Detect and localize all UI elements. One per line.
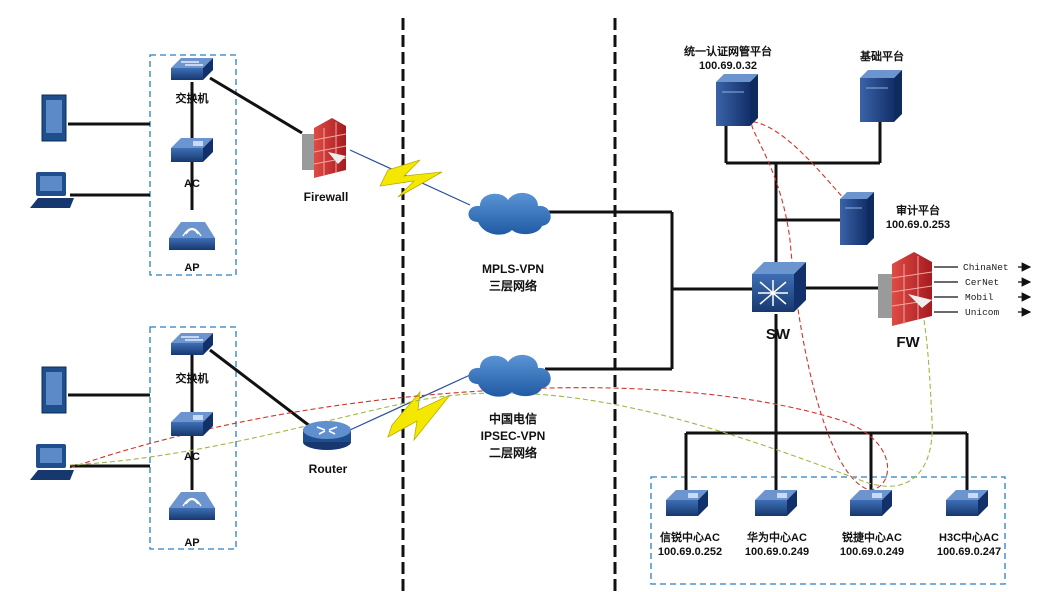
access-point-icon <box>169 222 215 250</box>
lightning-wan-top <box>379 159 443 198</box>
server-icon <box>860 70 902 122</box>
firewall-label: Firewall <box>304 190 349 204</box>
switch-icon <box>171 333 213 355</box>
base-server-name: 基础平台 <box>859 49 904 63</box>
switch-icon <box>171 58 213 80</box>
ipsec-cloud-label-line2: IPSEC-VPN <box>481 429 546 443</box>
mpls-cloud-label-line2: 三层网络 <box>489 278 537 293</box>
center-ac-ip: 100.69.0.249 <box>745 546 809 558</box>
branch-group-top <box>149 54 237 276</box>
ac-controller-icon <box>171 412 213 436</box>
green-tunnel-path <box>69 307 933 487</box>
ac-label: AC <box>184 178 200 190</box>
mpls-cloud-label-line1: MPLS-VPN <box>482 262 544 276</box>
center-ac-ip: 100.69.0.249 <box>840 546 904 558</box>
monitor-icon <box>41 366 67 414</box>
center-ac-name: H3C中心AC <box>939 530 999 544</box>
isp-label-unicom: Unicom <box>965 307 1000 318</box>
ipsec-cloud-icon <box>468 354 551 397</box>
auth-server-ip: 100.69.0.32 <box>699 60 757 72</box>
isp-label-chinanet: ChinaNet <box>963 262 1009 273</box>
fw-label: FW <box>896 334 920 351</box>
switch-label: 交换机 <box>176 371 209 385</box>
server-icon <box>840 192 874 245</box>
mpls-cloud-icon <box>468 192 551 235</box>
switch-label: 交换机 <box>176 91 209 105</box>
isp-label-cernet: CerNet <box>965 277 999 288</box>
ac-controller-icon <box>850 490 892 516</box>
core-switch-label: SW <box>766 326 791 343</box>
isp-links <box>934 262 1032 317</box>
desktop-pc-icon <box>30 172 74 208</box>
audit-server-ip: 100.69.0.253 <box>886 219 950 231</box>
ipsec-cloud-label-line1: 中国电信 <box>489 411 537 426</box>
access-point-icon <box>169 492 215 520</box>
ap-label: AP <box>184 262 199 274</box>
ac-controller-icon <box>171 138 213 162</box>
ap-label: AP <box>184 537 199 549</box>
ac-controller-icon <box>946 490 988 516</box>
lightning-wan-bottom <box>387 390 451 442</box>
branch-group-bottom <box>149 326 237 550</box>
center-ac-ip: 100.69.0.247 <box>937 546 1001 558</box>
center-ac-name: 华为中心AC <box>747 530 807 544</box>
ac-controller-icon <box>666 490 708 516</box>
audit-server-name: 审计平台 <box>896 203 940 217</box>
red-tunnel-path <box>69 121 889 491</box>
isp-label-mobil: Mobil <box>965 292 994 303</box>
desktop-pc-icon <box>30 444 74 480</box>
firewall-icon <box>878 252 933 326</box>
router-icon <box>303 421 351 450</box>
ipsec-cloud-label-line3: 二层网络 <box>489 445 537 460</box>
ac-controller-icon <box>755 490 797 516</box>
center-ac-ip: 100.69.0.252 <box>658 546 722 558</box>
router-label: Router <box>309 462 348 476</box>
ac-label: AC <box>184 451 200 463</box>
server-icon <box>716 74 758 126</box>
auth-server-name: 统一认证网管平台 <box>684 44 772 58</box>
center-ac-name: 信锐中心AC <box>660 530 720 544</box>
monitor-icon <box>41 94 67 142</box>
center-ac-name: 锐捷中心AC <box>842 530 902 544</box>
core-switch-icon <box>752 262 806 312</box>
firewall-icon <box>302 118 347 178</box>
network-links <box>68 76 969 495</box>
